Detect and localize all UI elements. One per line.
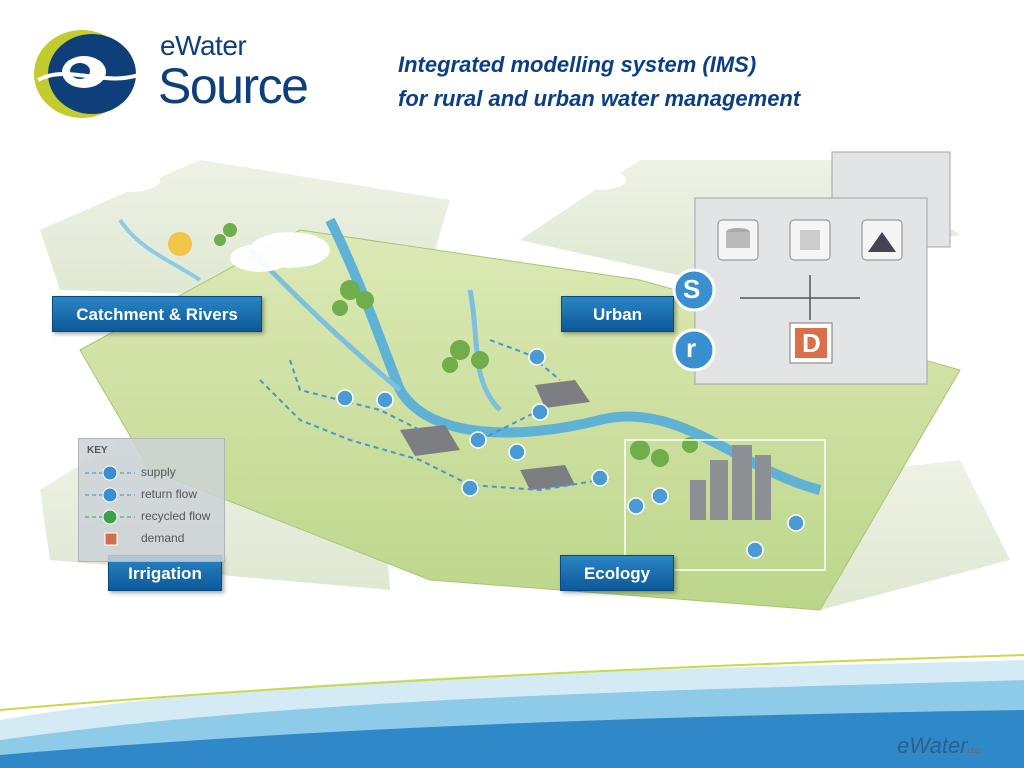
clouds: [100, 168, 626, 272]
demand-icon: [104, 532, 118, 546]
footer-brand-suffix: cbc: [967, 746, 980, 755]
main-river: [325, 217, 822, 495]
legend-label-demand: demand: [141, 531, 185, 545]
legend-label-recycled-flow: recycled flow: [141, 509, 211, 523]
legend-item-supply: supply: [85, 463, 220, 483]
legend-title: KEY: [87, 445, 108, 456]
recycled-flow-icon: [85, 509, 135, 525]
ecology-highlight-box: [624, 439, 826, 571]
urban-return-node: [672, 328, 716, 372]
urban-demand-symbol: D: [802, 328, 821, 358]
legend-label-return-flow: return flow: [141, 487, 198, 501]
left-river: [118, 218, 202, 282]
urban-supply-symbol: S: [683, 274, 701, 304]
sun: [168, 232, 192, 256]
footer-wave-decoration: [0, 654, 1024, 768]
logo-word-ewater: eWater: [160, 30, 247, 61]
footer-ewater-logo: eWatercbc: [897, 733, 980, 759]
map-flow-nodes: [336, 348, 805, 559]
city-buildings: [690, 445, 771, 520]
demand-fields: [400, 380, 590, 490]
region-label-catchment-rivers[interactable]: Catchment & Rivers: [52, 296, 262, 332]
water-system-illustration: [40, 151, 1010, 611]
supply-icon: [85, 465, 135, 481]
logo-word-source: Source: [158, 58, 309, 114]
return-flow-icon: [85, 487, 135, 503]
urban-return-symbol: r: [686, 333, 697, 363]
legend-key: KEY supply return flow recycled flow dem…: [78, 438, 225, 562]
forest: [214, 223, 698, 467]
page-title-line-1: Integrated modelling system (IMS): [398, 52, 757, 77]
legend-label-supply: supply: [141, 465, 176, 479]
ewater-source-logo: [34, 30, 151, 118]
page-title-line-2: for rural and urban water management: [398, 86, 801, 111]
urban-inset-nodes: [717, 219, 903, 364]
region-label-urban[interactable]: Urban: [561, 296, 674, 332]
legend-item-demand: demand: [85, 529, 220, 549]
legend-item-recycled-flow: recycled flow: [85, 507, 220, 527]
region-label-ecology[interactable]: Ecology: [560, 555, 674, 591]
legend-item-return-flow: return flow: [85, 485, 220, 505]
urban-supply-node: [672, 268, 716, 312]
footer-brand-text: eWater: [897, 733, 968, 758]
